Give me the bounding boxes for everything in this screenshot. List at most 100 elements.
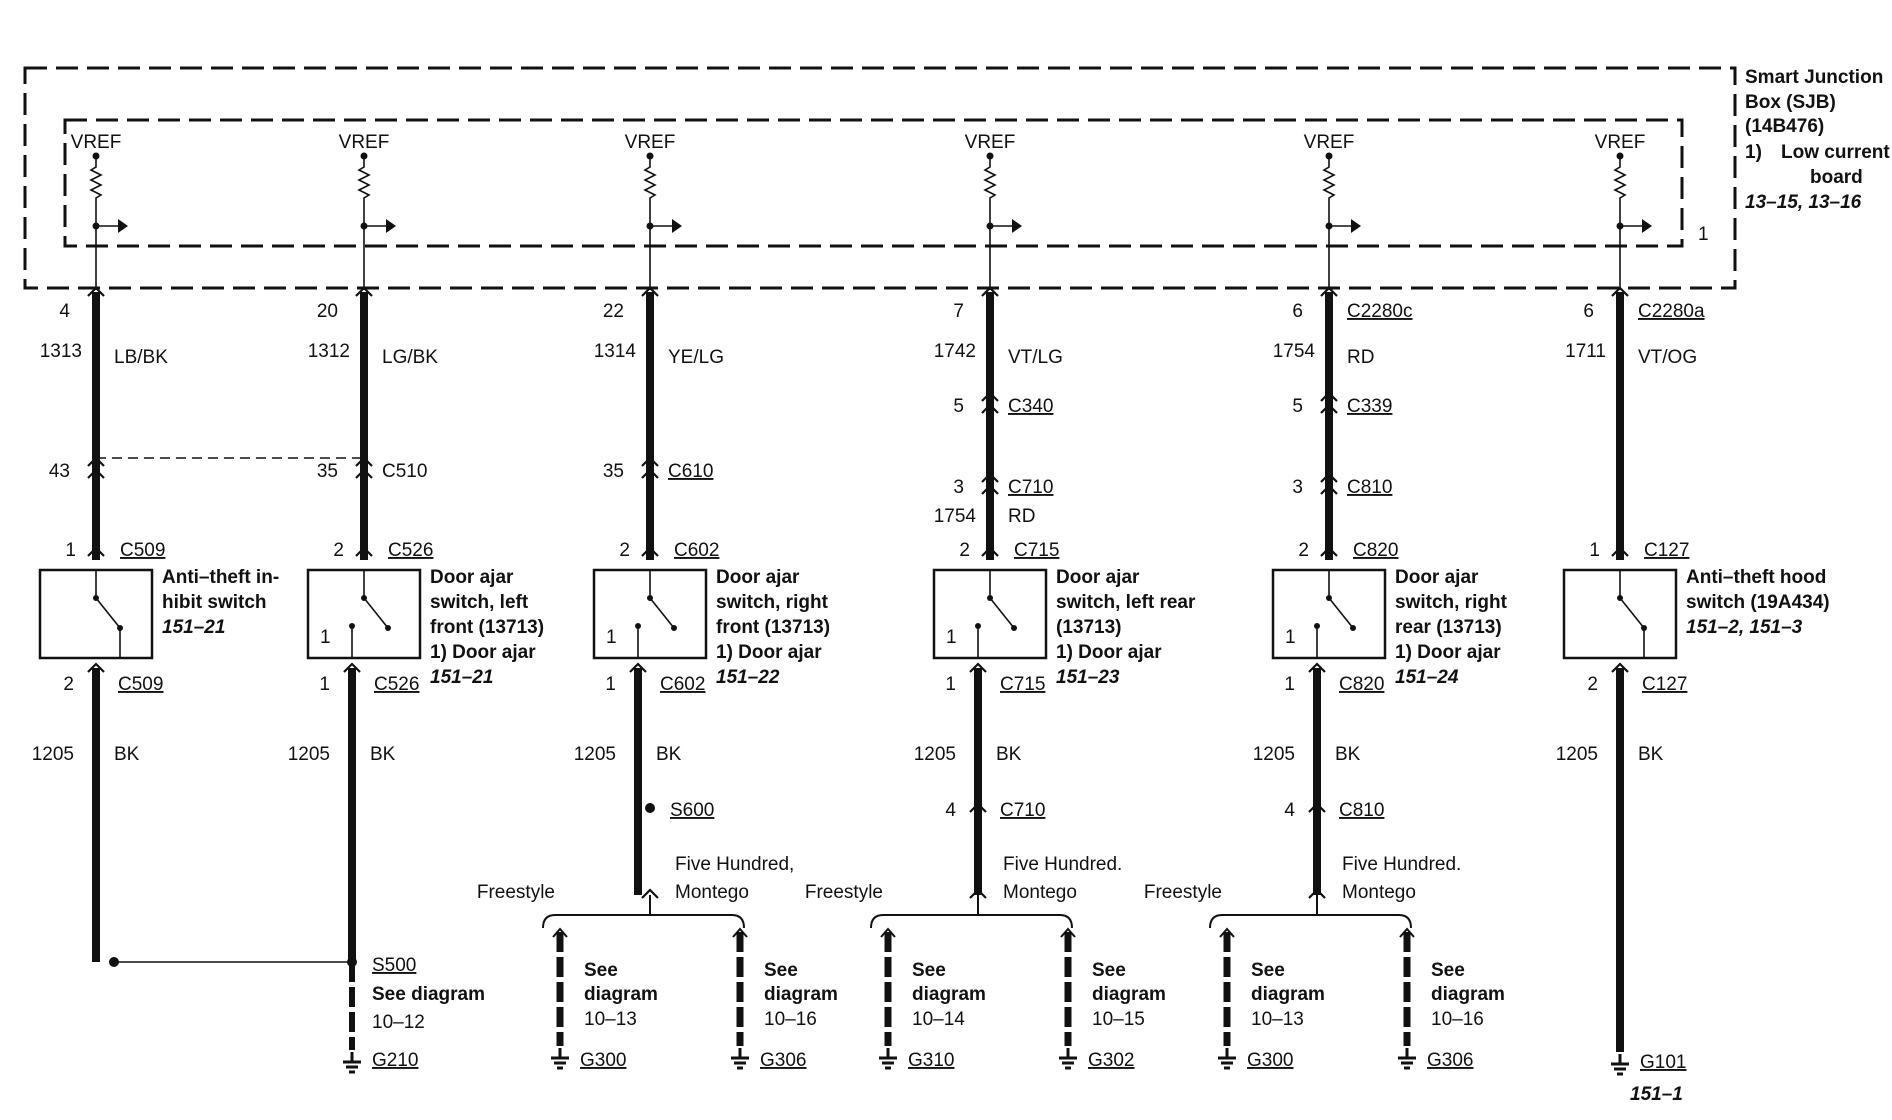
switch-name-line-3: (13713) bbox=[1056, 617, 1122, 638]
sjb-title-line-3: (14B476) bbox=[1745, 116, 1824, 137]
right-branch-connector bbox=[1399, 927, 1415, 938]
ground-circuit-number: 1205 bbox=[1556, 744, 1598, 765]
switch-in-connector-id: C602 bbox=[674, 540, 719, 561]
vref-label: VREF bbox=[625, 132, 676, 153]
switch-in-connector-id: C820 bbox=[1353, 540, 1398, 561]
switch-out-connector bbox=[87, 662, 105, 673]
mid-wire-color: RD bbox=[1008, 506, 1035, 527]
left-ground-symbol bbox=[551, 1048, 569, 1070]
branch-corner-left bbox=[870, 914, 884, 929]
wire-color: LG/BK bbox=[382, 347, 438, 368]
wire-color: RD bbox=[1347, 347, 1374, 368]
branch-connector bbox=[1308, 802, 1326, 813]
branch-corner-left bbox=[542, 914, 556, 929]
switch-out-connector-id: C715 bbox=[1000, 674, 1045, 695]
inline-pin-number: 35 bbox=[603, 461, 624, 482]
ground-wire-color: BK bbox=[1335, 744, 1361, 765]
branch-right-label-line-2: Montego bbox=[675, 882, 749, 903]
switch-in-pin: 1 bbox=[65, 540, 76, 561]
branch-arrow bbox=[641, 888, 659, 899]
vref-label: VREF bbox=[1595, 132, 1646, 153]
sjb-pin-number: 6 bbox=[1583, 301, 1594, 322]
switch-out-pin: 1 bbox=[319, 674, 330, 695]
inline-connector-id: C339 bbox=[1347, 396, 1392, 417]
circuit-number: 1313 bbox=[40, 341, 82, 362]
sense-input-arrow bbox=[118, 219, 128, 233]
inline-connector-id: C810 bbox=[1347, 477, 1392, 498]
switch-page-ref: 151–21 bbox=[430, 667, 493, 688]
switch-out-connector-id: C820 bbox=[1339, 674, 1384, 695]
inline-pin-number: 5 bbox=[953, 396, 964, 417]
pull-up-resistor bbox=[1613, 159, 1627, 206]
switch-inner-pin: 1 bbox=[946, 627, 957, 648]
pull-up-resistor bbox=[643, 159, 657, 206]
right-ground-id: G302 bbox=[1088, 1050, 1134, 1071]
switch-page-ref: 151–23 bbox=[1056, 667, 1120, 688]
sense-input-arrow bbox=[672, 219, 682, 233]
branch-corner-right bbox=[1398, 914, 1412, 929]
switch-in-pin: 2 bbox=[1298, 540, 1309, 561]
switch-note: 1) Door ajar bbox=[1395, 642, 1501, 663]
left-branch-connector bbox=[880, 927, 896, 938]
ground-wire-color: BK bbox=[996, 744, 1022, 765]
right-see-line-1: See bbox=[764, 960, 798, 981]
wire-color: VT/LG bbox=[1008, 347, 1063, 368]
switch-name-line-3: front (13713) bbox=[430, 617, 544, 638]
sjb-inner-marker: 1 bbox=[1698, 224, 1709, 245]
switch-note: 1) Door ajar bbox=[430, 642, 536, 663]
switch-inner-pin: 1 bbox=[320, 627, 331, 648]
vref-label: VREF bbox=[1304, 132, 1355, 153]
left-see-line-2: diagram bbox=[1251, 984, 1325, 1005]
branch-connector-id: C710 bbox=[1000, 800, 1045, 821]
right-see-line-2: diagram bbox=[1092, 984, 1166, 1005]
switch-in-connector bbox=[1320, 546, 1338, 557]
ground-wire-color: BK bbox=[370, 744, 396, 765]
right-branch-connector bbox=[732, 927, 748, 938]
sjb-pin-number: 6 bbox=[1292, 301, 1303, 322]
sjb-connector-pin bbox=[355, 286, 373, 297]
right-ground-id: G306 bbox=[760, 1050, 806, 1071]
left-diagram-ref: 10–14 bbox=[912, 1009, 965, 1030]
switch-name-line-2: switch, right bbox=[716, 592, 829, 613]
pull-up-resistor bbox=[983, 159, 997, 206]
switch-inner-pin: 1 bbox=[606, 627, 617, 648]
switch-name-line-1: Door ajar bbox=[1395, 567, 1479, 588]
vref-node bbox=[986, 152, 994, 160]
switch-output-node bbox=[975, 623, 981, 629]
switch-out-connector bbox=[343, 662, 361, 673]
right-see-line-2: diagram bbox=[1431, 984, 1505, 1005]
ground-circuit-number: 1205 bbox=[1253, 744, 1295, 765]
inline-connector bbox=[1320, 472, 1338, 495]
right-diagram-ref: 10–16 bbox=[1431, 1009, 1484, 1030]
vref-label: VREF bbox=[339, 132, 390, 153]
ground-circuit-number: 1205 bbox=[914, 744, 956, 765]
circuit-number: 1754 bbox=[1273, 341, 1316, 362]
inline-pin-number: 43 bbox=[49, 461, 70, 482]
switch-in-pin: 2 bbox=[959, 540, 970, 561]
left-see-line-2: diagram bbox=[584, 984, 658, 1005]
right-ground-symbol bbox=[1059, 1048, 1077, 1070]
switch-in-connector bbox=[355, 546, 373, 557]
inline-connector bbox=[1320, 391, 1338, 414]
circuit-number: 1314 bbox=[594, 341, 637, 362]
see-diagram-text: See diagram bbox=[372, 984, 485, 1005]
left-see-line-2: diagram bbox=[912, 984, 986, 1005]
switch-out-connector bbox=[1308, 662, 1326, 673]
left-branch-connector bbox=[1219, 927, 1235, 938]
switch-output-node bbox=[635, 623, 641, 629]
right-see-line-2: diagram bbox=[764, 984, 838, 1005]
ground-symbol-g210 bbox=[343, 1052, 361, 1074]
left-ground-symbol bbox=[879, 1048, 897, 1070]
right-branch-connector bbox=[1060, 927, 1076, 938]
vref-label: VREF bbox=[71, 132, 122, 153]
switch-contact bbox=[385, 625, 391, 631]
vref-node bbox=[1325, 152, 1333, 160]
switch-contact-arm bbox=[989, 597, 1015, 629]
switch-name-line-1: Anti–theft in- bbox=[162, 567, 279, 588]
sjb-pin-number: 22 bbox=[603, 301, 624, 322]
switch-contact bbox=[1350, 625, 1356, 631]
sjb-page-refs: 13–15, 13–16 bbox=[1745, 192, 1862, 213]
switch-page-ref: 151–22 bbox=[716, 667, 780, 688]
sense-input-arrow bbox=[1351, 219, 1361, 233]
